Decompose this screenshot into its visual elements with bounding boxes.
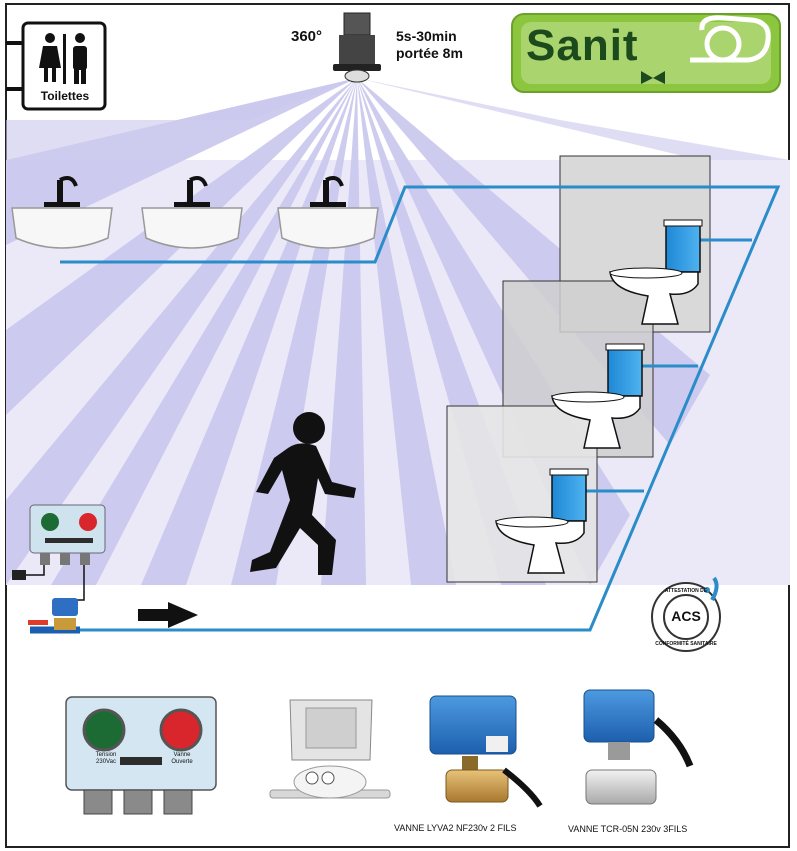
detection-beam [357, 78, 456, 585]
valve-lyva2-caption: VANNE LYVA2 NF230v 2 FILS [394, 823, 517, 833]
acs-badge-center: ACS [671, 608, 701, 624]
valve-tcr05n-caption: VANNE TCR-05N 230v 3FILS [568, 824, 688, 834]
toilet [495, 468, 589, 574]
sensor-angle-label: 360° [291, 28, 323, 45]
toilet-stall-panels [446, 155, 711, 583]
water-pipes [60, 185, 781, 632]
detection-beam [141, 78, 357, 585]
toilet [609, 219, 703, 325]
detection-beam [6, 78, 357, 585]
control-box-right-label: Vanne Ouverte [171, 752, 193, 765]
sanit-logo [511, 13, 781, 93]
toilettes-sign [6, 21, 107, 111]
sensor-timing-label: 5s-30min [396, 28, 457, 44]
detection-beam [51, 78, 357, 585]
washbasin [277, 176, 379, 249]
product-valve-lyva2 [429, 695, 543, 808]
washbasin [11, 176, 113, 249]
sensor-range-label: portée 8m [396, 45, 463, 61]
product-motion-sensor [269, 699, 391, 799]
scene-control-box [12, 504, 106, 630]
acs-badge-ring-bottom: CONFORMITÉ SANITAIRE [655, 641, 717, 647]
control-box-left-label: Tension 230Vac [95, 752, 117, 765]
person-walking-icon [250, 412, 356, 575]
flow-arrow-icon [138, 602, 198, 628]
toilettes-sign-label: Toilettes [40, 89, 90, 103]
product-valve-tcr05n [583, 689, 694, 805]
detection-beam [321, 78, 366, 585]
toilet [551, 343, 645, 449]
acs-badge-ring-top: ATTESTATION DE [664, 588, 708, 594]
sanit-logo-text: Sanit [526, 21, 639, 70]
detection-beam [6, 78, 357, 160]
acs-certification-badge [651, 576, 721, 652]
ceiling-motion-sensor-icon [333, 12, 381, 83]
toilets [495, 219, 703, 574]
product-control-box [65, 696, 217, 815]
detection-beam [6, 78, 357, 245]
washbasin [141, 176, 243, 249]
restroom-icon [39, 33, 87, 84]
washbasins [11, 176, 379, 249]
